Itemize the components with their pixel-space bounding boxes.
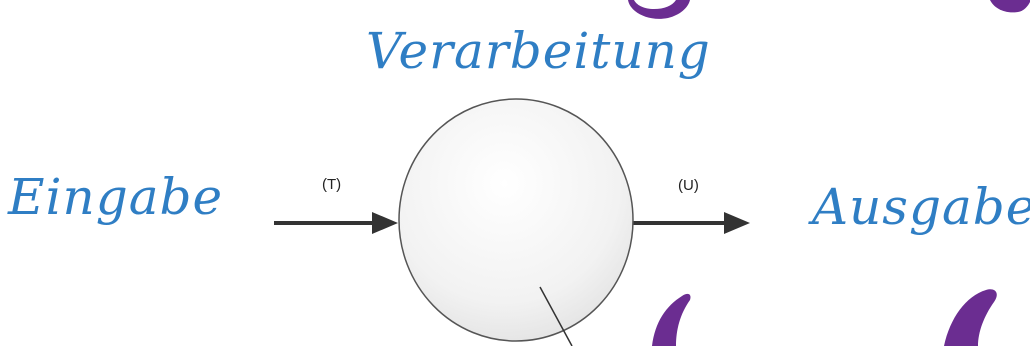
input-arrow-label: (T) <box>322 176 342 193</box>
decorative-swirl-bottom-right <box>944 289 997 346</box>
decorative-swirl-bottom-left <box>652 293 691 346</box>
decorative-swirl-top-right <box>990 0 1030 13</box>
decorative-swirl-top-left <box>628 0 690 19</box>
pointer-line <box>539 286 573 346</box>
process-label: Verarbeitung <box>366 22 711 80</box>
output-arrowhead <box>724 212 750 234</box>
output-arrow-label: (U) <box>678 177 699 194</box>
process-circle <box>398 98 634 342</box>
input-label: Eingabe <box>8 168 224 226</box>
input-arrowhead <box>372 212 398 234</box>
output-label: Ausgabe <box>812 178 1030 236</box>
